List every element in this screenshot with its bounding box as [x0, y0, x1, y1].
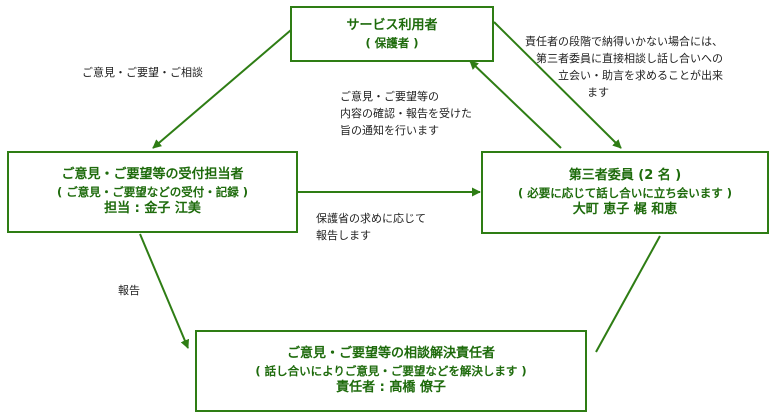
- third-party-committee-members: 大町 恵子 梶 和恵: [572, 201, 678, 217]
- note-consult: ご意見・ご要望・ご相談: [82, 64, 203, 81]
- arrow-reception-to-resolver: [139, 233, 190, 349]
- note-guardian-request: 保護省の求めに応じて 報告します: [316, 210, 426, 244]
- arrow-third-party-to-user: [469, 60, 562, 149]
- reception-staff-subtitle: ( ご意見・ご要望などの受付・記録 ): [56, 185, 249, 199]
- arrow-user-to-third-party: [493, 21, 622, 149]
- resolution-manager-person: 責任者 : 髙橋 僚子: [336, 380, 446, 395]
- note-escalation: 責任者の段階で納得いかない場合には、 第三者委員に直接相談し話し合いへの 立会い…: [525, 33, 723, 101]
- note-line: ご意見・ご要望等の: [340, 90, 439, 103]
- note-line: 内容の確認・報告を受けた: [340, 107, 472, 120]
- third-party-committee-title: 第三者委員 (2 名 ): [568, 167, 682, 183]
- note-report: 報告: [118, 282, 140, 299]
- service-user-subtitle: ( 保護者 ): [365, 36, 419, 50]
- service-user-box: サービス利用者 ( 保護者 ): [290, 6, 494, 62]
- third-party-committee-box: 第三者委員 (2 名 ) ( 必要に応じて話し合いに立ち会います ) 大町 恵子…: [481, 151, 769, 234]
- note-confirmation: ご意見・ご要望等の 内容の確認・報告を受けた 旨の通知を行います: [340, 88, 472, 139]
- note-line: 報告します: [316, 229, 371, 242]
- reception-staff-box: ご意見・ご要望等の受付担当者 ( ご意見・ご要望などの受付・記録 ) 担当 : …: [7, 151, 298, 233]
- resolution-manager-box: ご意見・ご要望等の相談解決責任者 ( 話し合いによりご意見・ご要望などを解決しま…: [195, 330, 587, 412]
- third-party-committee-subtitle: ( 必要に応じて話し合いに立ち会います ): [517, 185, 733, 200]
- line-resolver-to-third-party: [595, 235, 661, 353]
- resolution-manager-title: ご意見・ご要望等の相談解決責任者: [286, 346, 495, 361]
- reception-staff-person: 担当 : 金子 江美: [104, 201, 201, 216]
- resolution-manager-subtitle: ( 話し合いによりご意見・ご要望などを解決します ): [255, 364, 527, 378]
- note-line: ます: [587, 86, 609, 99]
- service-user-title: サービス利用者: [346, 18, 438, 33]
- reception-staff-title: ご意見・ご要望等の受付担当者: [61, 167, 244, 182]
- note-line: 立会い・助言を求めることが出来: [558, 69, 723, 82]
- note-line: 責任者の段階で納得いかない場合には、: [525, 35, 723, 48]
- note-line: 保護省の求めに応じて: [316, 212, 426, 225]
- note-line: 第三者委員に直接相談し話し合いへの: [536, 52, 723, 65]
- note-line: 旨の通知を行います: [340, 124, 439, 137]
- note-line: ご意見・ご要望・ご相談: [82, 66, 203, 79]
- note-line: 報告: [118, 284, 140, 297]
- arrow-user-to-reception: [152, 29, 292, 149]
